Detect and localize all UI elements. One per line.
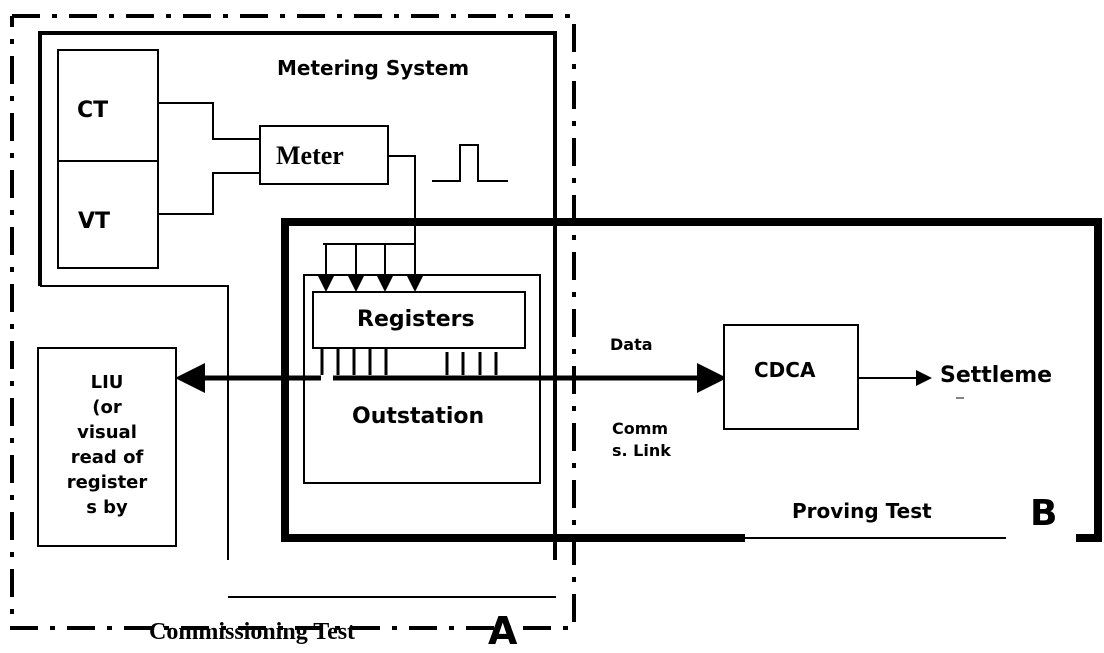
liu-line-4: read of (70, 447, 144, 468)
liu-line-6: s by (86, 497, 128, 518)
commissioning-test-label: Commissioning Test (149, 619, 356, 645)
zone-a-label: A (488, 609, 518, 653)
metering-system-frame-bottom (40, 285, 229, 560)
liu-line-1: LIU (90, 372, 124, 393)
cdca-label: CDCA (754, 358, 816, 382)
vt-label: VT (78, 209, 111, 234)
meter-box (259, 125, 389, 185)
register-output-ticks (320, 348, 498, 375)
comms-link-line-2: s. Link (612, 441, 671, 460)
metering-system-frame (38, 31, 557, 560)
meter-label: Meter (276, 141, 344, 170)
data-label: Data (610, 335, 653, 354)
metering-system-title: Metering System (277, 56, 470, 80)
commissioning-test-boundary (10, 14, 576, 630)
proving-test-label: Proving Test (792, 499, 932, 523)
ct-label: CT (77, 98, 109, 123)
liu-line-2: (or (92, 397, 122, 418)
register-input-arrows (318, 155, 423, 292)
liu-box (37, 347, 177, 547)
liu-line-3: visual (77, 422, 137, 443)
pulse-symbol (432, 144, 508, 182)
ct-vt-wiring (158, 102, 260, 215)
comms-link-line-1: Comm (612, 419, 669, 438)
proving-test-boundary (281, 218, 1102, 542)
liu-line-5: register (66, 472, 148, 493)
registers-box (312, 291, 526, 349)
settlement-label: Settleme (940, 363, 1053, 388)
zone-b-label: B (1030, 493, 1058, 534)
cdca-box (723, 324, 859, 430)
registers-label: Registers (357, 307, 475, 332)
outstation-label: Outstation (352, 404, 485, 429)
liu-label: LIU (or visual read of register s by (38, 370, 176, 520)
ct-vt-box (57, 49, 159, 269)
